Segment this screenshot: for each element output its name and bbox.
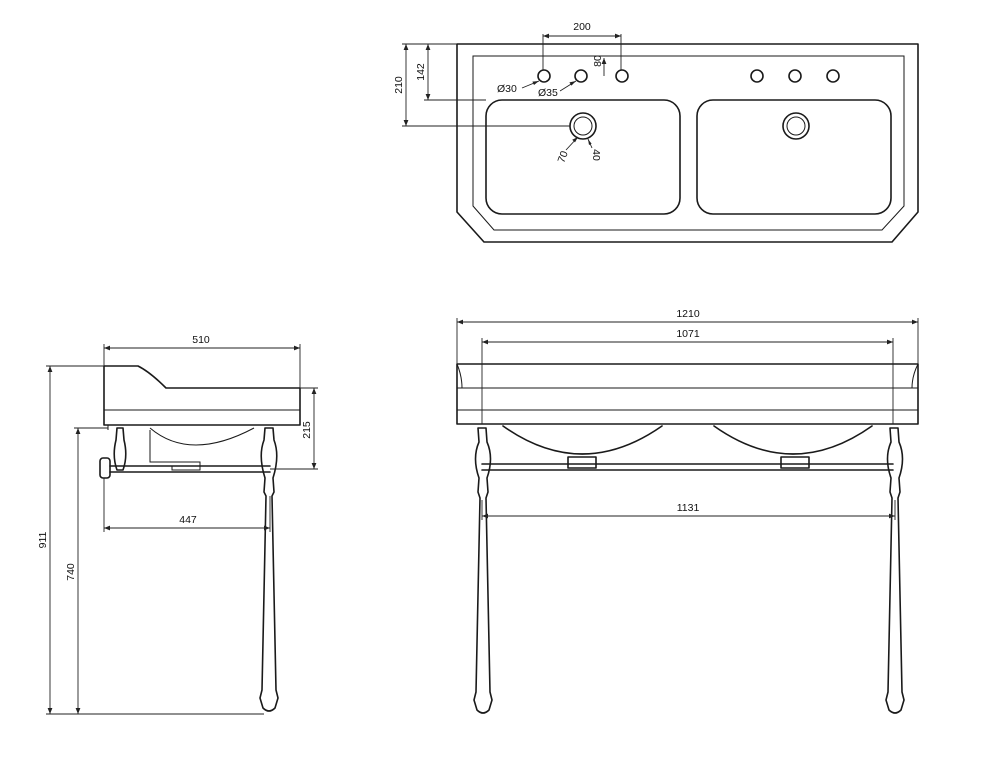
left-bowl-underside [502, 425, 663, 455]
dim-side-depth: 510 [192, 334, 210, 346]
plan-view: 200 80 Ø30 Ø35 142 210 70 40 [393, 21, 919, 243]
dim-stand-width: 1131 [677, 502, 700, 514]
left-leg-front [473, 427, 493, 714]
right-waste-outer [782, 112, 810, 140]
dim-total-height: 911 [37, 531, 49, 548]
front-leg-side [259, 427, 279, 712]
right-bowl [696, 99, 892, 215]
waste-trap-side [149, 430, 201, 471]
basin-body-front [456, 363, 919, 425]
tap-hole-1 [537, 69, 551, 83]
dim-overall-width: 1210 [676, 308, 700, 320]
right-bowl-underside [713, 425, 873, 455]
dim-inner-width: 1071 [676, 328, 700, 340]
dim-depth-to-taps: 142 [415, 63, 427, 81]
right-waste-inner [786, 116, 806, 136]
dim-depth-to-waste: 210 [393, 76, 405, 94]
back-leg-side [113, 427, 127, 471]
dim-overflow-diameter: Ø35 [538, 87, 558, 99]
front-view: 1210 1071 1131 [456, 308, 919, 714]
right-leg-front [885, 427, 905, 714]
right-waste-front [780, 456, 810, 469]
dim-basin-height: 215 [301, 421, 313, 439]
wall-bracket-side [99, 457, 111, 479]
tap-hole-6 [826, 69, 840, 83]
dim-waste-depth: 40 [590, 149, 602, 161]
tap-hole-5 [788, 69, 802, 83]
dim-hole-offset: 80 [592, 55, 604, 67]
left-waste-inner [573, 116, 593, 136]
dim-tap-spacing: 200 [573, 21, 591, 33]
basin-profile-side [103, 365, 301, 426]
basin-rim-plan [472, 55, 905, 231]
dim-stand-height: 740 [65, 563, 77, 581]
bowl-underside-side [149, 427, 255, 446]
tap-hole-4 [750, 69, 764, 83]
side-view: 510 215 447 911 740 [37, 334, 318, 715]
dim-tap-hole-diameter: Ø30 [497, 83, 517, 95]
dim-waste-diameter: 70 [556, 149, 571, 164]
dim-stand-depth: 447 [179, 514, 197, 526]
tap-hole-2 [574, 69, 588, 83]
tap-hole-3 [615, 69, 629, 83]
left-waste-front [567, 456, 597, 469]
basin-outline-plan [456, 43, 919, 243]
